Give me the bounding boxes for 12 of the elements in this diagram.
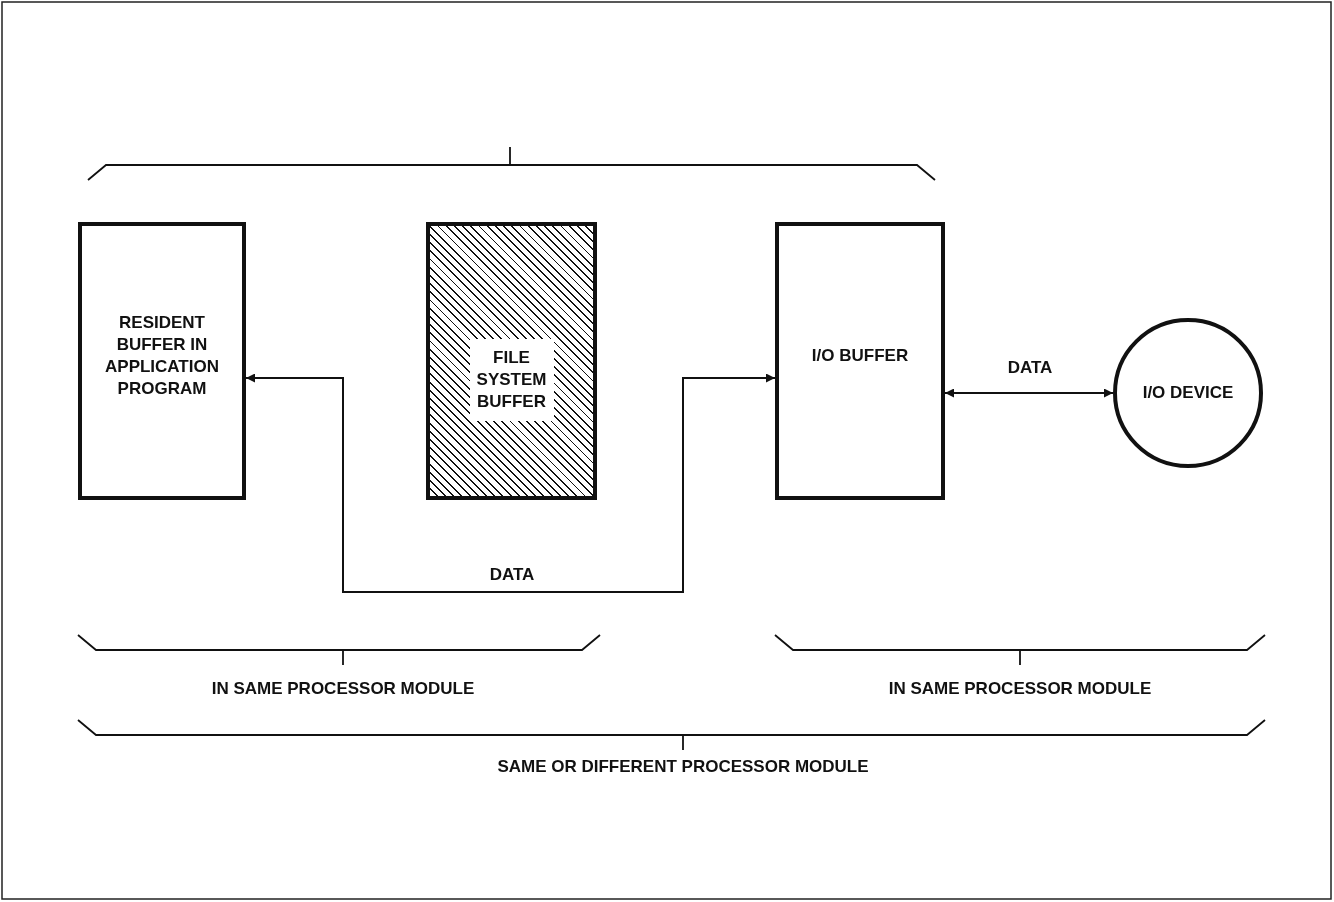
- bracket-label: IN SAME PROCESSOR MODULE: [211, 679, 475, 699]
- node-label: I/O BUFFER: [810, 345, 910, 367]
- node-label: RESIDENT BUFFER IN APPLICATION PROGRAM: [104, 312, 220, 400]
- node-label: I/O DEVICE: [1141, 382, 1235, 404]
- arrow: [245, 373, 776, 593]
- hatched-buffer-box: [426, 222, 597, 500]
- buffer-box: [78, 222, 246, 500]
- arrow: [944, 388, 1114, 398]
- bracket-label: IN SAME PROCESSOR MODULE: [888, 679, 1152, 699]
- buffer-box: [775, 222, 945, 500]
- node-label: FILE SYSTEM BUFFER: [469, 339, 554, 421]
- bracket-label: SAME OR DIFFERENT PROCESSOR MODULE: [497, 757, 869, 777]
